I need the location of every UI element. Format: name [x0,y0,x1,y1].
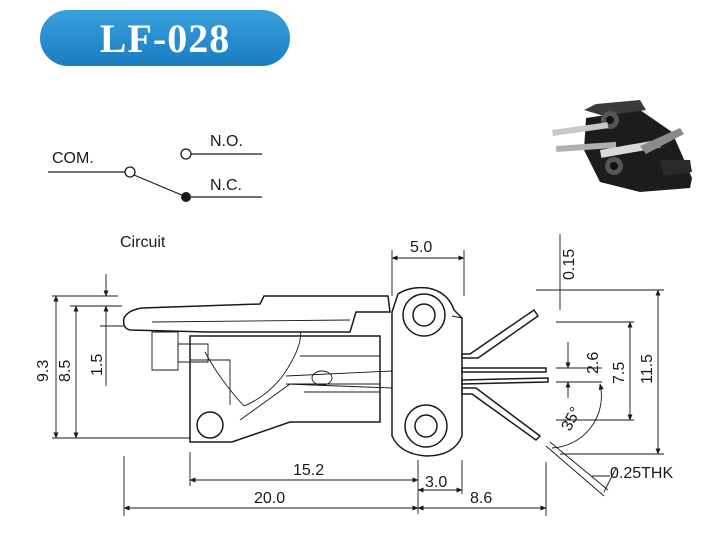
dim-9-3: 9.3 [35,360,52,382]
no-label: N.O. [210,133,243,150]
dim-5-0: 5.0 [410,239,432,256]
dim-11-5: 11.5 [639,354,656,384]
dim-8-6: 8.6 [470,490,492,507]
model-title: LF-028 [99,15,231,61]
dim-0-15: 0.15 [561,249,578,280]
com-label: COM. [52,150,94,167]
dim-2-6: 2.6 [585,352,602,374]
dim-15-2: 15.2 [293,462,324,479]
dim-7-5: 7.5 [611,362,628,384]
dim-0-25-thk: 0.25THK [610,465,673,482]
dimension-lines [52,234,664,516]
switch-drawing [122,286,609,497]
dim-1-5: 1.5 [89,354,106,376]
dim-8-5: 8.5 [57,360,74,382]
dim-3-0: 3.0 [425,474,447,491]
model-badge: LF-028 [40,10,290,66]
nc-label: N.C. [210,177,242,194]
circuit-title: Circuit [120,234,166,251]
product-photo [551,100,692,192]
circuit-schematic: COM. N.O. N.C. Circuit [48,133,262,251]
dim-35-deg: 35° [559,405,585,434]
dim-20-0: 20.0 [254,490,285,507]
